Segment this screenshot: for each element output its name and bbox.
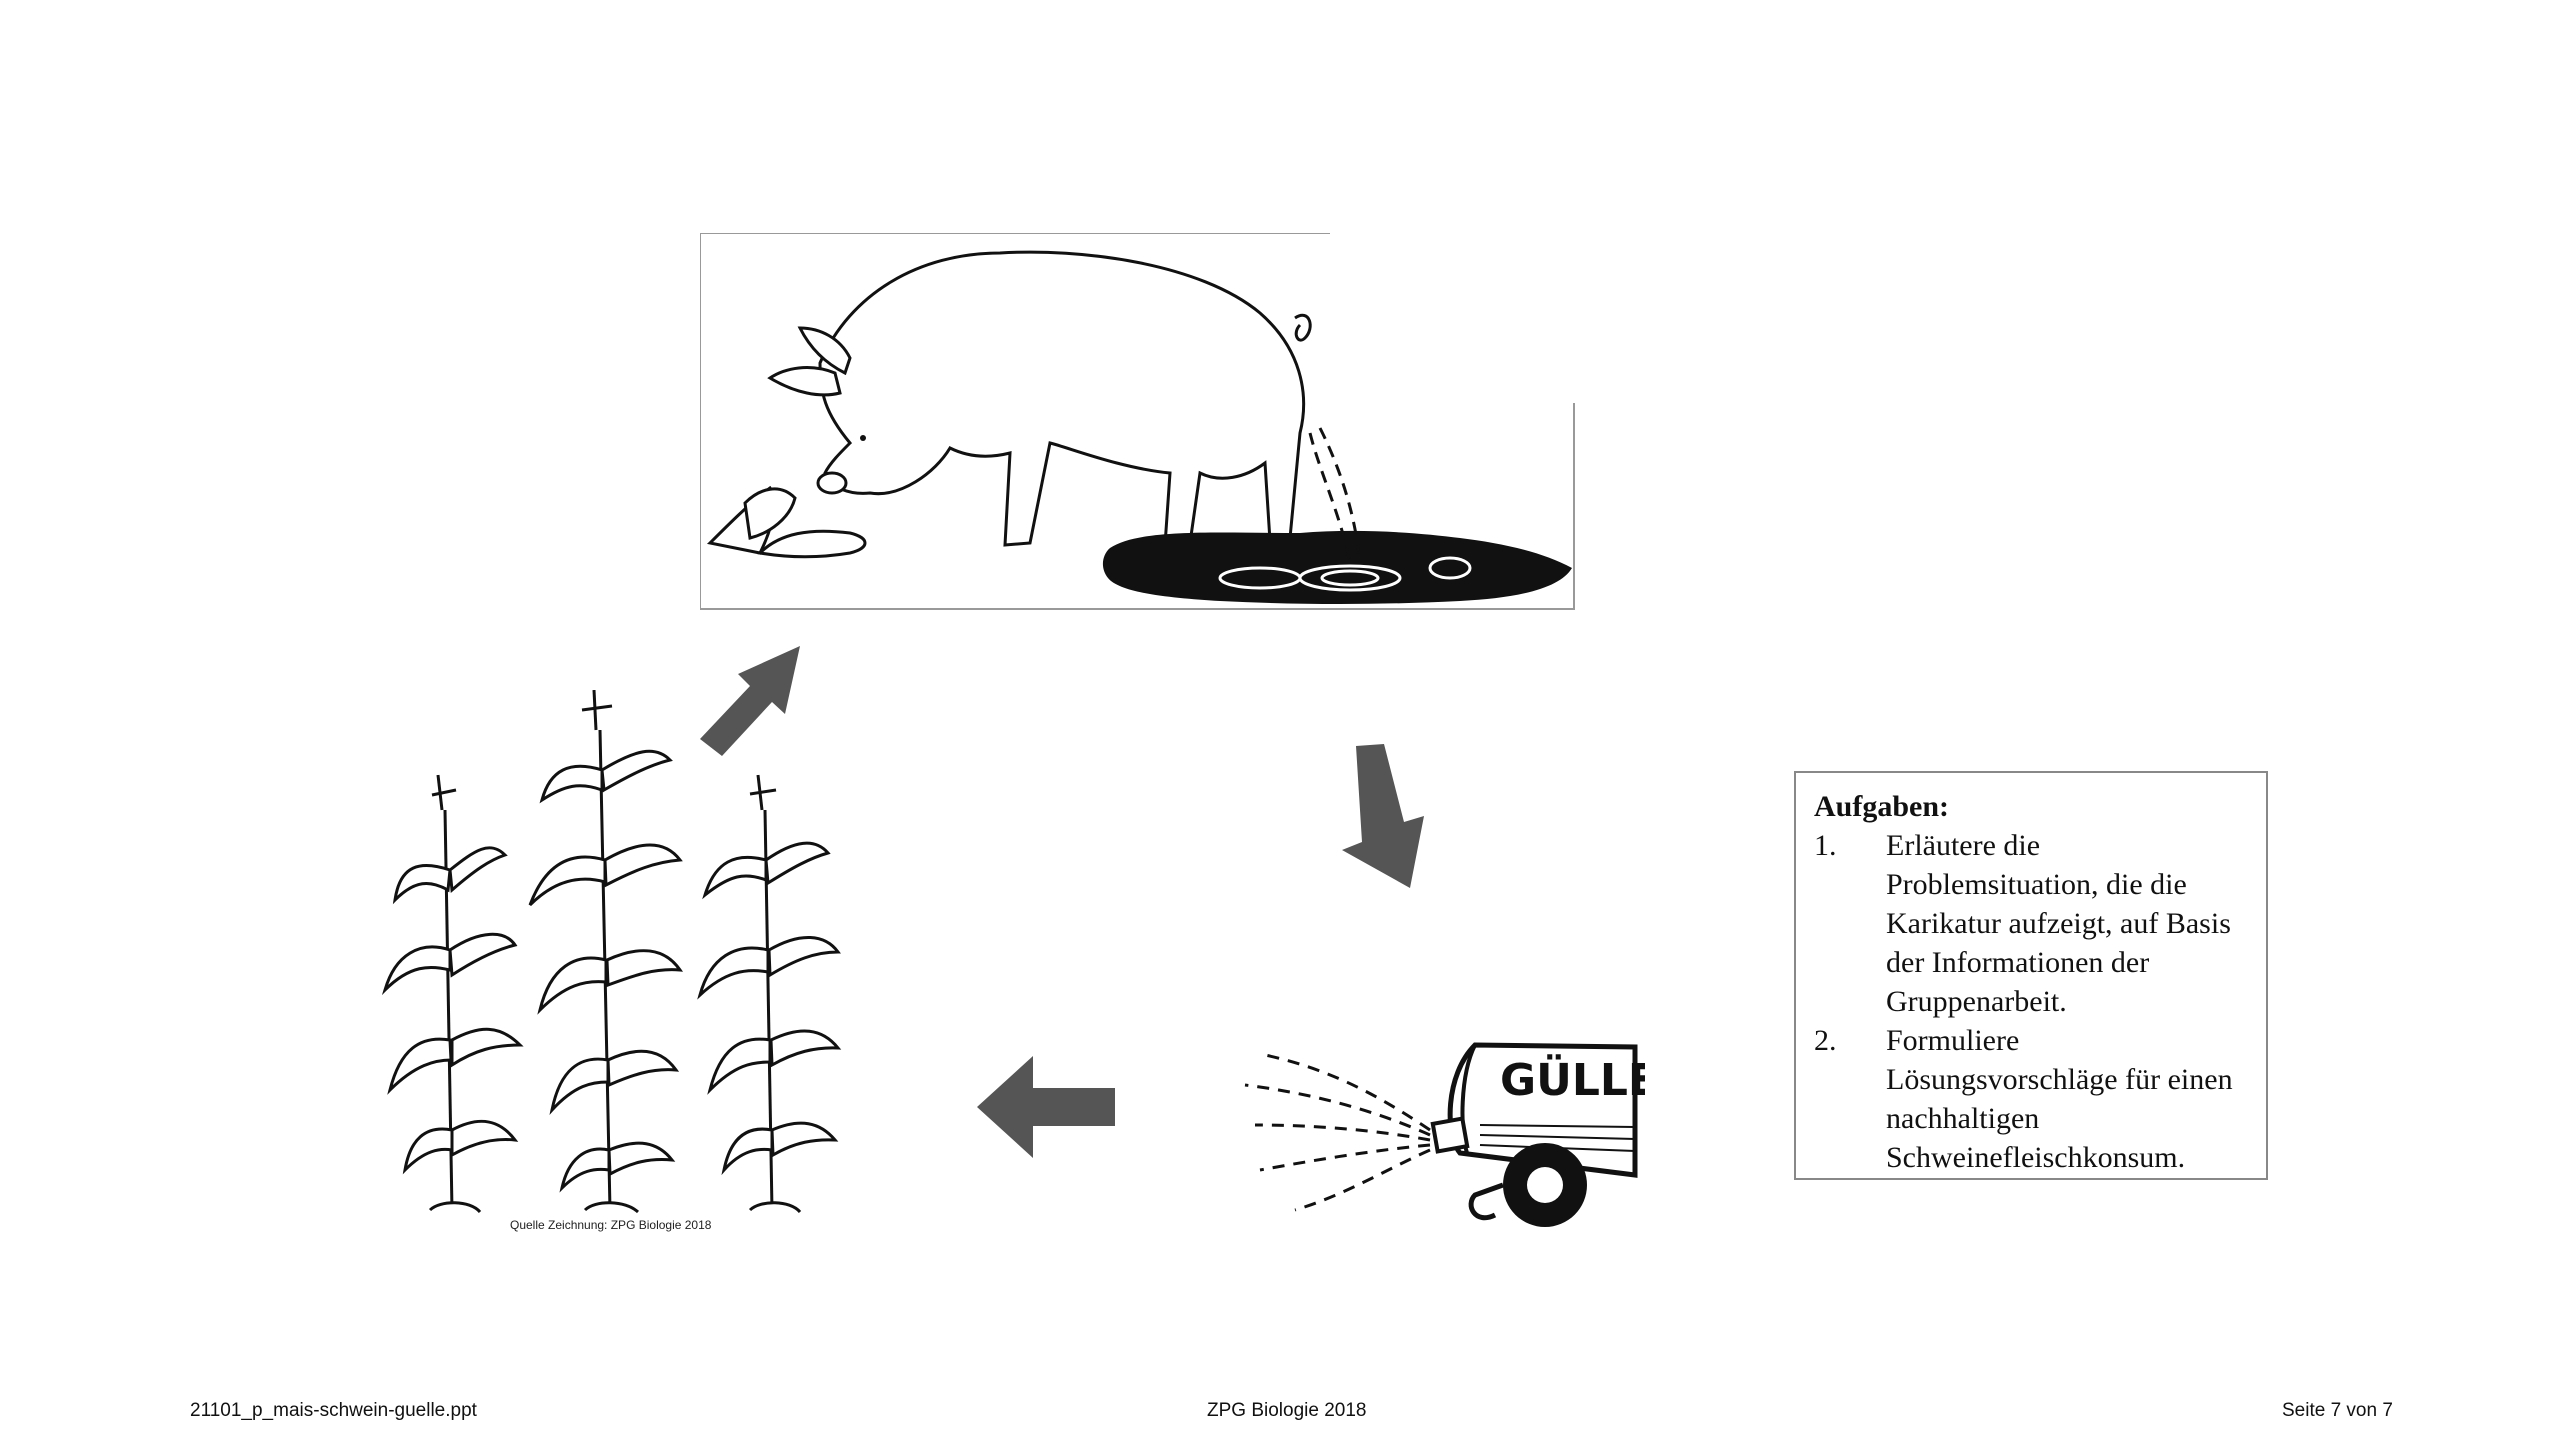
pig-drawing <box>700 233 1575 611</box>
arrow-down-right-icon <box>1340 740 1450 890</box>
footer-center: ZPG Biologie 2018 <box>1207 1400 1367 1422</box>
task-number: 1. <box>1814 826 1886 1021</box>
tank-label: GÜLLE <box>1500 1053 1645 1106</box>
task-text: Erläutere die Problemsituation, die die … <box>1886 826 2248 1021</box>
corn-plants-drawing <box>380 690 860 1220</box>
footer-filename: 21101_p_mais-schwein-guelle.ppt <box>190 1400 477 1422</box>
drawing-credit: Quelle Zeichnung: ZPG Biologie 2018 <box>510 1218 711 1232</box>
footer-page-number: Seite 7 von 7 <box>2282 1400 2393 1422</box>
task-box: Aufgaben: 1. Erläutere die Problemsituat… <box>1794 771 2268 1180</box>
task-text: Formuliere Lösungsvorschläge für einen n… <box>1886 1021 2248 1177</box>
task-title: Aufgaben: <box>1814 787 2248 826</box>
task-item-2: 2. Formuliere Lösungsvorschläge für eine… <box>1814 1021 2248 1177</box>
slurry-tank-drawing: GÜLLE <box>1235 1035 1645 1235</box>
task-number: 2. <box>1814 1021 1886 1177</box>
arrow-left-icon <box>975 1052 1120 1162</box>
task-item-1: 1. Erläutere die Problemsituation, die d… <box>1814 826 2248 1021</box>
